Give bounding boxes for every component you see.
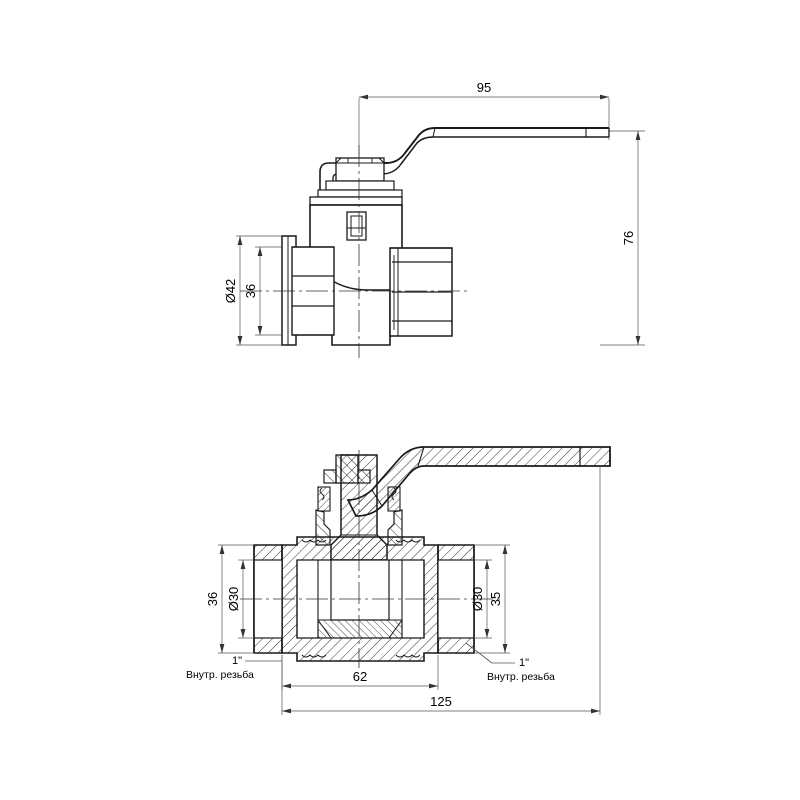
dim-label-35: 35 xyxy=(488,592,503,606)
dimension-left-across-flats: 36 xyxy=(205,544,254,654)
dim-label-62: 62 xyxy=(353,669,367,684)
centerlines-section xyxy=(240,450,500,668)
centerlines-elevation xyxy=(240,145,470,358)
right-thread-size: 1" xyxy=(519,657,529,669)
dimension-left-bore: Ø30 xyxy=(226,559,254,639)
left-thread-note: 1" Внутр. резьба xyxy=(186,655,282,681)
dim-label-d42: Ø42 xyxy=(223,279,238,304)
dim-label-125: 125 xyxy=(430,694,452,709)
elevation-view: 95 76 Ø42 36 xyxy=(223,80,645,358)
valve-body-section xyxy=(281,536,439,662)
stem-flange-elevation xyxy=(309,180,403,206)
left-thread-size: 1" xyxy=(232,655,242,667)
dim-label-95: 95 xyxy=(477,80,491,95)
dimension-right-across-flats: 35 xyxy=(474,544,510,654)
stem-nut-elevation xyxy=(335,157,385,182)
dimension-overall-length: 125 xyxy=(281,466,601,715)
left-thread-label: Внутр. резьба xyxy=(186,669,254,681)
left-port-elevation xyxy=(281,235,335,346)
dimension-overall-height: 76 xyxy=(600,130,645,346)
dim-label-d30-right: Ø30 xyxy=(470,587,485,612)
dimension-right-bore: Ø30 xyxy=(470,559,492,639)
right-port-elevation xyxy=(389,247,453,337)
right-thread-note: 1" Внутр. резьба xyxy=(465,642,555,683)
valve-handle-section xyxy=(346,446,611,517)
dim-label-d30-left: Ø30 xyxy=(226,587,241,612)
position-indicator-slot xyxy=(346,211,367,241)
right-thread-label: Внутр. резьба xyxy=(487,671,555,683)
dim-label-76: 76 xyxy=(621,231,636,245)
section-view: 36 Ø30 Ø30 35 xyxy=(186,446,611,715)
dim-label-36-bottom: 36 xyxy=(205,592,220,606)
